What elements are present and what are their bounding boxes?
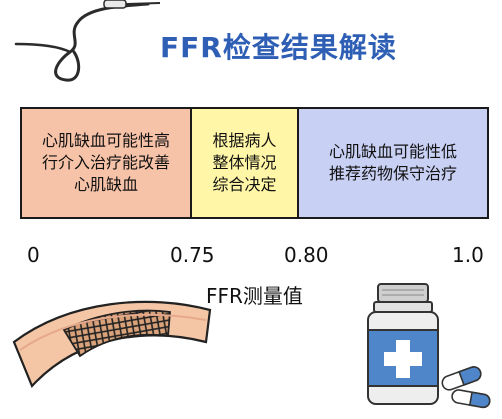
- segment-low-ischemia-text: 心肌缺血可能性低 推荐药物保守治疗: [328, 142, 457, 183]
- tick-label-1-0: 1.0: [452, 243, 484, 267]
- segment-high-ischemia-text: 心肌缺血可能性高 行介入治疗能改善 心肌缺血: [41, 131, 170, 194]
- stent-vessel-icon: [12, 300, 212, 389]
- axis-label: FFR测量值: [206, 284, 303, 308]
- page-title: FFR检查结果解读: [160, 31, 397, 64]
- ffr-range-bar: 心肌缺血可能性高 行介入治疗能改善 心肌缺血 根据病人 整体情况 综合决定 心肌…: [20, 107, 489, 219]
- capsule-icon: [441, 366, 491, 409]
- guidewire-icon: [14, 0, 161, 82]
- tick-label-0: 0: [27, 243, 40, 267]
- tick-label-0-75: 0.75: [170, 243, 215, 267]
- segment-low-ischemia: 心肌缺血可能性低 推荐药物保守治疗: [299, 109, 487, 217]
- medicine-bottle-icon: [367, 283, 439, 405]
- tick-label-0-80: 0.80: [284, 243, 329, 267]
- segment-high-ischemia: 心肌缺血可能性高 行介入治疗能改善 心肌缺血: [22, 109, 192, 217]
- segment-gray-zone-text: 根据病人 整体情况 综合决定: [212, 131, 277, 194]
- segment-gray-zone: 根据病人 整体情况 综合决定: [192, 109, 299, 217]
